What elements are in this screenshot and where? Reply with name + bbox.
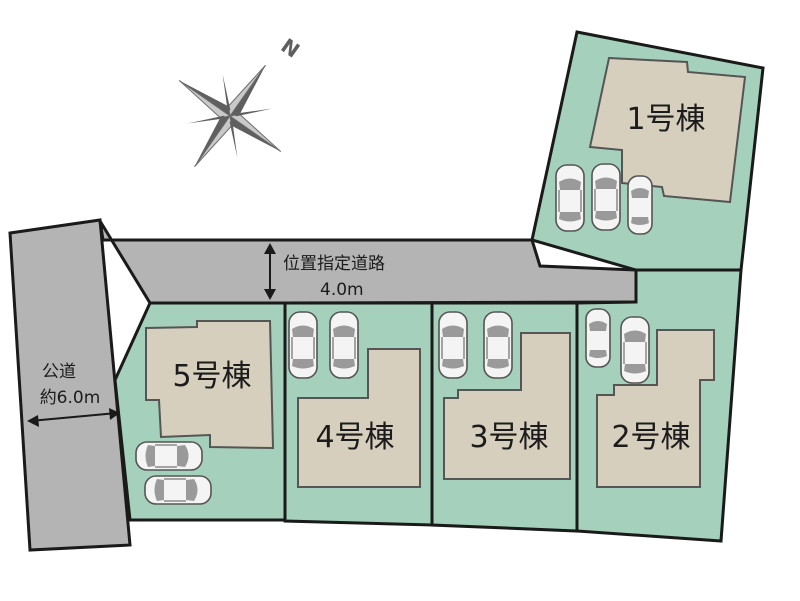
parked-car [585,308,611,368]
parked-car [329,311,359,379]
parked-car [591,163,621,231]
parked-car [620,316,650,384]
parked-car [144,475,212,505]
private-road-label: 位置指定道路 [283,254,385,274]
building-2-label: 2号棟 [611,420,690,455]
parked-car [483,311,513,379]
building-5-label: 5号棟 [172,359,251,394]
building-1-label: 1号棟 [626,102,705,137]
public-road [8,218,132,552]
building-3 [443,332,571,480]
building-3-label: 3号棟 [469,420,548,455]
building-1 [588,56,747,204]
north-arrow-icon [178,64,282,168]
private-road-width-arrow [264,243,276,300]
north-letter: N [277,33,304,62]
building-4 [297,348,421,488]
parked-car [135,441,203,471]
public-road-label: 公道 [42,362,76,382]
parked-car [627,175,653,235]
public-road-width: 約6.0m [40,388,101,408]
parked-car [288,311,318,379]
parked-car [555,164,585,232]
building-2 [596,329,715,488]
private-road-width: 4.0m [320,280,364,300]
public-road-width-arrow [27,408,120,427]
building-4-label: 4号棟 [315,420,394,455]
building-5 [145,320,275,450]
parked-car [438,311,468,379]
